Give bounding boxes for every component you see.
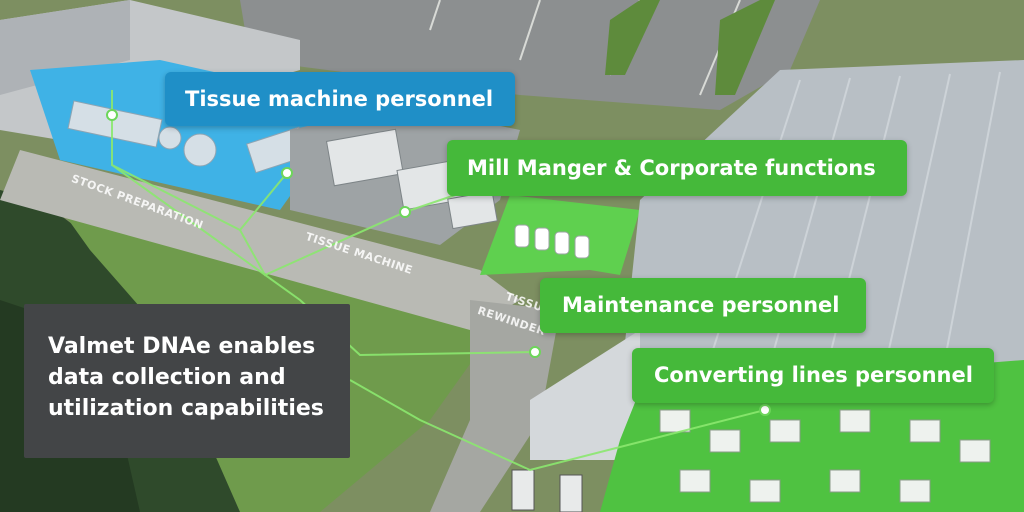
label-text: Maintenance personnel — [562, 293, 840, 317]
callout-line-1: Valmet DNAe enables — [48, 334, 316, 359]
callout-line-2: data collection and — [48, 365, 286, 390]
label-maintenance-personnel: Maintenance personnel — [540, 278, 866, 333]
label-text: Tissue machine personnel — [185, 86, 494, 111]
callout-line-3: utilization capabilities — [48, 396, 324, 421]
label-tissue-machine-personnel: Tissue machine personnel — [165, 72, 515, 126]
label-converting-lines-personnel: Converting lines personnel — [632, 348, 994, 403]
valmet-dnae-callout: Valmet DNAe enables data collection and … — [24, 304, 350, 458]
node-dot — [106, 109, 118, 121]
label-mill-manager: Mill Manger & Corporate functions — [447, 140, 907, 196]
label-text: Mill Manger & Corporate functions — [467, 155, 876, 180]
label-text: Converting lines personnel — [654, 363, 973, 387]
